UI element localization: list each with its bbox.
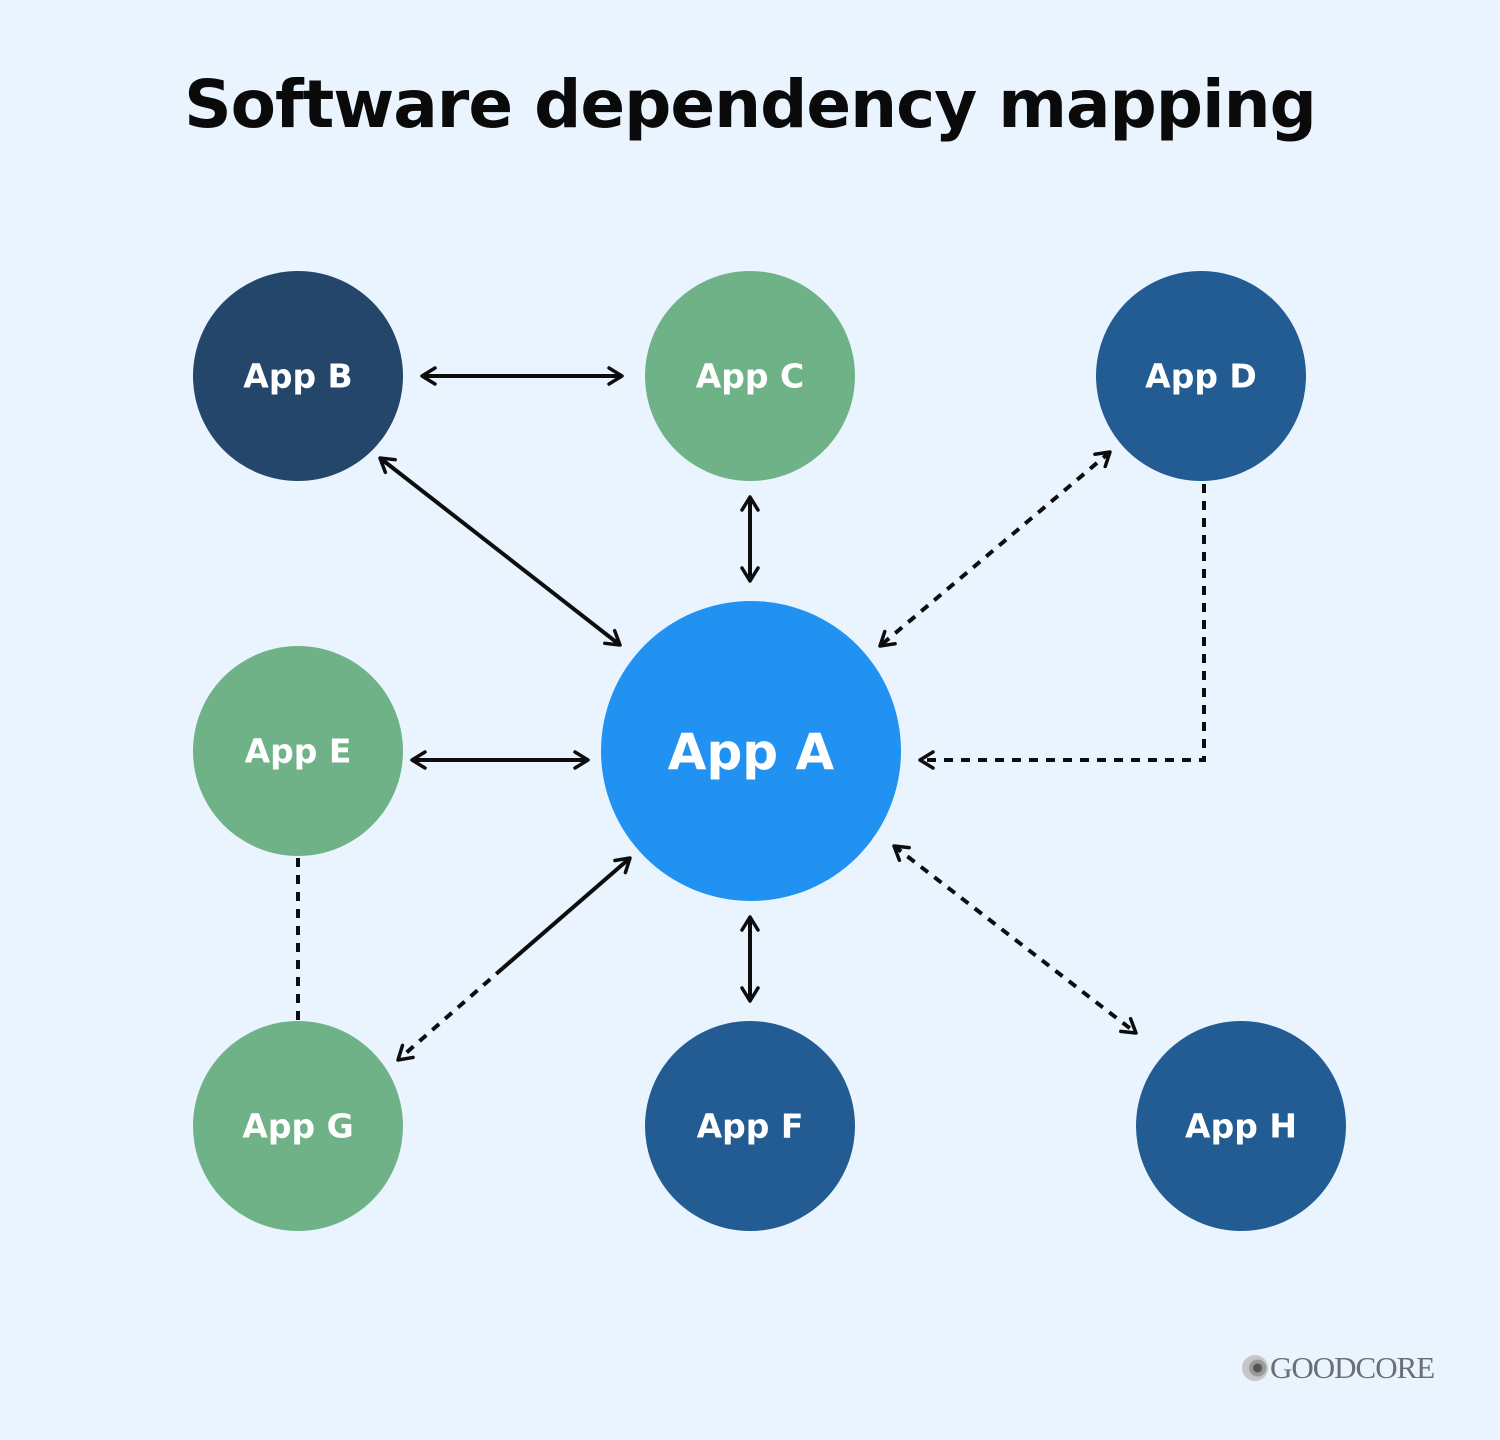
edge-a-h: [892, 844, 1138, 1035]
node-label: App H: [1185, 1107, 1297, 1146]
node-app-d[interactable]: App D: [1096, 271, 1306, 481]
edge-b-a: [378, 456, 622, 647]
node-app-e[interactable]: App E: [193, 646, 403, 856]
edge-g-a-dashed: [396, 966, 505, 1062]
node-label: App E: [245, 732, 352, 771]
goodcore-logo: GOODCORE: [1242, 1350, 1435, 1386]
edge-d-a: [878, 450, 1112, 648]
edge-d-a-elbow: [918, 484, 1206, 770]
node-label: App D: [1145, 357, 1257, 396]
logo-mark-icon: [1242, 1355, 1268, 1381]
node-label: App G: [242, 1107, 353, 1146]
node-app-h[interactable]: App H: [1136, 1021, 1346, 1231]
node-label: App C: [696, 357, 805, 396]
node-app-b[interactable]: App B: [193, 271, 403, 481]
node-label: App F: [697, 1107, 804, 1146]
node-app-c[interactable]: App C: [645, 271, 855, 481]
logo-text: GOODCORE: [1270, 1350, 1435, 1385]
node-app-a[interactable]: App A: [601, 601, 901, 901]
edge-g-a-solid: [501, 856, 632, 970]
diagram-title: Software dependency mapping: [184, 66, 1317, 143]
node-label: App A: [668, 723, 835, 781]
node-app-g[interactable]: App G: [193, 1021, 403, 1231]
node-label: App B: [243, 357, 352, 396]
node-app-f[interactable]: App F: [645, 1021, 855, 1231]
